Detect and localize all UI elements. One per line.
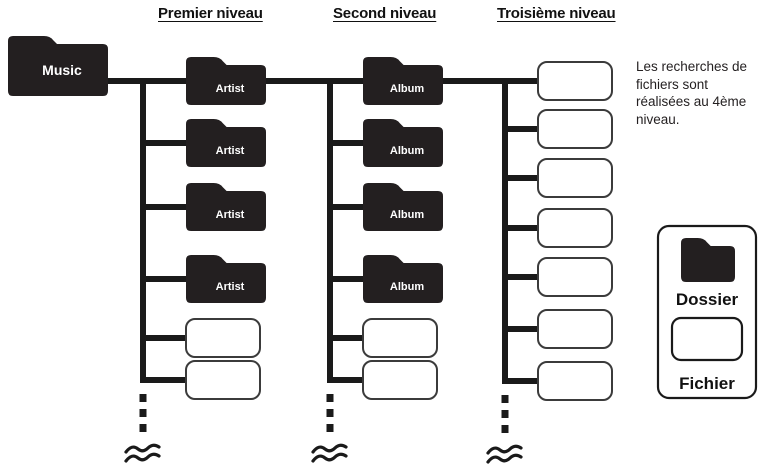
folder-shape bbox=[186, 57, 266, 105]
file-shape bbox=[537, 61, 613, 101]
folder-shape bbox=[363, 119, 443, 167]
file-shape bbox=[362, 318, 438, 358]
file-node[interactable] bbox=[537, 309, 613, 349]
folder-label: Album bbox=[390, 281, 424, 293]
folder-shape bbox=[363, 255, 443, 303]
continuation-dot bbox=[501, 395, 509, 403]
folder-node[interactable]: Artist bbox=[186, 57, 266, 105]
folder-node[interactable]: Album bbox=[363, 57, 443, 105]
file-node[interactable] bbox=[362, 318, 438, 358]
column-header-troisieme-niveau: Troisième niveau bbox=[497, 5, 616, 22]
folder-label: Album bbox=[390, 209, 424, 221]
column-header-second-niveau: Second niveau bbox=[333, 5, 437, 22]
file-shape bbox=[537, 309, 613, 349]
file-node[interactable] bbox=[537, 257, 613, 297]
file-shape bbox=[362, 360, 438, 400]
continuation-dot bbox=[501, 410, 509, 418]
root-folder-label: Music bbox=[42, 62, 82, 78]
file-shape bbox=[537, 257, 613, 297]
file-shape bbox=[185, 318, 261, 358]
file-shape bbox=[537, 109, 613, 149]
folder-label: Artist bbox=[216, 281, 245, 293]
folder-node[interactable]: Album bbox=[363, 119, 443, 167]
file-node[interactable] bbox=[185, 360, 261, 400]
file-node[interactable] bbox=[185, 318, 261, 358]
continuation-wave bbox=[311, 452, 348, 463]
continuation-dot bbox=[326, 394, 334, 402]
continuation-wave bbox=[124, 443, 161, 454]
explanatory-note: Les recherches de fichiers sont réalisée… bbox=[636, 59, 748, 127]
folder-shape bbox=[186, 119, 266, 167]
continuation-dot bbox=[139, 424, 147, 432]
legend-folder-label: Dossier bbox=[676, 290, 739, 309]
legend-folder-shape bbox=[681, 238, 735, 282]
continuation-markers bbox=[124, 394, 523, 464]
folder-shape bbox=[186, 255, 266, 303]
root-folder-shape bbox=[8, 36, 108, 96]
file-node[interactable] bbox=[537, 361, 613, 401]
folder-label: Artist bbox=[216, 83, 245, 95]
folder-node[interactable]: Artist bbox=[186, 255, 266, 303]
column-troisieme-niveau-nodes bbox=[537, 61, 613, 401]
file-shape bbox=[185, 360, 261, 400]
continuation-wave bbox=[124, 452, 161, 463]
continuation-dot bbox=[326, 409, 334, 417]
continuation-marker bbox=[486, 395, 523, 464]
continuation-wave bbox=[486, 444, 523, 455]
continuation-dot bbox=[501, 425, 509, 433]
continuation-wave bbox=[311, 443, 348, 454]
continuation-marker bbox=[311, 394, 348, 463]
continuation-dot bbox=[326, 424, 334, 432]
folder-node[interactable]: Album bbox=[363, 255, 443, 303]
continuation-wave bbox=[486, 453, 523, 464]
continuation-dot bbox=[139, 394, 147, 402]
root-folder-music[interactable]: Music bbox=[8, 36, 108, 96]
legend-box: Dossier Fichier bbox=[656, 224, 758, 400]
legend-file-icon bbox=[670, 316, 744, 362]
folder-shape bbox=[363, 57, 443, 105]
column-header-premier-niveau: Premier niveau bbox=[158, 5, 263, 22]
file-node[interactable] bbox=[362, 360, 438, 400]
legend-file-label: Fichier bbox=[679, 374, 735, 393]
folder-label: Artist bbox=[216, 209, 245, 221]
file-node[interactable] bbox=[537, 61, 613, 101]
folder-node[interactable]: Artist bbox=[186, 183, 266, 231]
file-node[interactable] bbox=[537, 158, 613, 198]
folder-label: Album bbox=[390, 145, 424, 157]
folder-shape bbox=[363, 183, 443, 231]
folder-label: Album bbox=[390, 83, 424, 95]
continuation-dot bbox=[139, 409, 147, 417]
folder-node[interactable]: Artist bbox=[186, 119, 266, 167]
folder-shape bbox=[186, 183, 266, 231]
file-node[interactable] bbox=[537, 109, 613, 149]
file-shape bbox=[537, 208, 613, 248]
connector-lines bbox=[104, 78, 540, 384]
folder-node[interactable]: Album bbox=[363, 183, 443, 231]
folder-label: Artist bbox=[216, 145, 245, 157]
file-shape bbox=[537, 158, 613, 198]
continuation-marker bbox=[124, 394, 161, 463]
legend-folder-icon bbox=[681, 238, 735, 282]
file-shape bbox=[537, 361, 613, 401]
file-node[interactable] bbox=[537, 208, 613, 248]
